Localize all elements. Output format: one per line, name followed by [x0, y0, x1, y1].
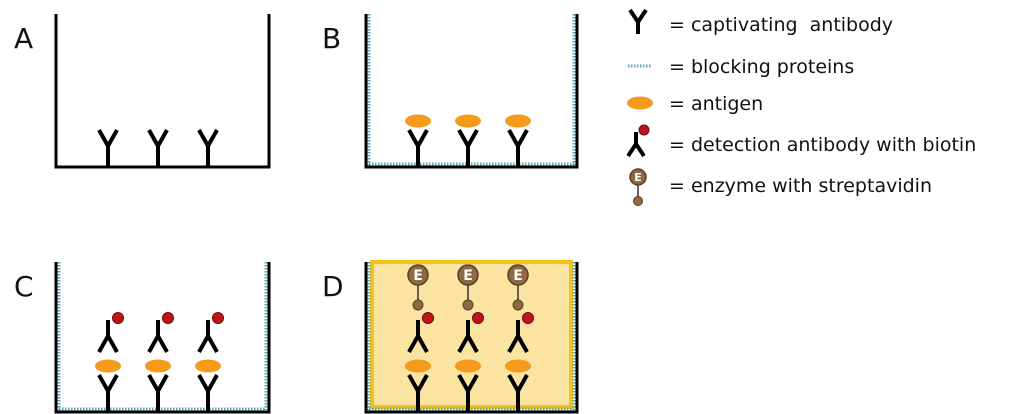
- enzyme: [507, 264, 529, 286]
- captivating-antibody: [457, 129, 479, 166]
- antigen: [95, 359, 121, 373]
- captivating-antibody: [97, 129, 119, 166]
- captivating-antibody: [147, 129, 169, 166]
- detection-antibody: [197, 320, 219, 353]
- panel-letter: D: [322, 270, 344, 303]
- enzyme-with-streptavidin: E: [407, 264, 429, 311]
- well: [364, 14, 579, 169]
- panel-a: A: [14, 14, 271, 169]
- captivating-antibody: [197, 129, 219, 166]
- enzyme-label: E: [463, 268, 473, 284]
- streptavidin: [412, 299, 424, 311]
- legend-label: = antigen: [669, 93, 763, 115]
- enzyme-with-streptavidin: E: [507, 264, 529, 311]
- detection-antibody: [147, 320, 169, 353]
- antigen: [505, 359, 531, 373]
- streptavidin: [512, 299, 524, 311]
- antigen: [195, 359, 221, 373]
- biotin: [522, 312, 534, 324]
- legend-item-blocking-proteins: = blocking proteins: [628, 56, 854, 78]
- well: [364, 262, 579, 414]
- antigen-icon: [627, 96, 653, 110]
- detection-antibody: [507, 320, 529, 353]
- captivating-antibody: [457, 374, 479, 411]
- captivating-antibody: [407, 129, 429, 166]
- legend-label: = enzyme with streptavidin: [669, 175, 932, 197]
- captivating-antibody: [147, 374, 169, 411]
- legend: = captivating antibody = blocking protein…: [626, 8, 976, 206]
- biotin: [422, 312, 434, 324]
- panels: A B C D E E E: [14, 14, 579, 414]
- legend-item-captivating-antibody: = captivating antibody: [628, 8, 893, 36]
- antigen: [145, 359, 171, 373]
- captivating-antibody: [197, 374, 219, 411]
- biotin: [212, 312, 224, 324]
- antigen: [455, 114, 481, 128]
- well: [54, 14, 271, 169]
- legend-item-antigen: = antigen: [627, 93, 763, 115]
- panel-letter: C: [14, 270, 34, 303]
- enzyme: [407, 264, 429, 286]
- well: [54, 262, 271, 414]
- enzyme-icon-label: E: [634, 171, 642, 184]
- detection-antibody: [97, 320, 119, 353]
- biotin: [162, 312, 174, 324]
- antigen: [505, 114, 531, 128]
- enzyme-icon: E: [629, 168, 647, 206]
- antigen: [455, 359, 481, 373]
- captivating-antibody: [507, 374, 529, 411]
- panel-letter: B: [322, 22, 341, 55]
- panel-c: C: [14, 262, 271, 414]
- antigen: [405, 359, 431, 373]
- enzyme: [457, 264, 479, 286]
- legend-label: = captivating antibody: [669, 14, 893, 36]
- detection-antibody: [457, 320, 479, 353]
- enzyme-with-streptavidin: E: [457, 264, 479, 311]
- antigen: [405, 114, 431, 128]
- captivating-antibody: [507, 129, 529, 166]
- legend-item-detection-antibody: = detection antibody with biotin: [626, 124, 976, 158]
- enzyme-label: E: [413, 268, 423, 284]
- biotin: [472, 312, 484, 324]
- legend-label: = blocking proteins: [669, 56, 854, 78]
- biotin: [112, 312, 124, 324]
- captivating-antibody: [97, 374, 119, 411]
- legend-item-enzyme: E = enzyme with streptavidin: [629, 168, 932, 206]
- detection-antibody-icon: [626, 124, 650, 158]
- streptavidin: [462, 299, 474, 311]
- captivating-antibody-icon: [628, 8, 648, 34]
- panel-b: B: [322, 14, 579, 169]
- detection-antibody: [407, 320, 429, 353]
- captivating-antibody: [407, 374, 429, 411]
- legend-label: = detection antibody with biotin: [669, 134, 976, 156]
- panel-letter: A: [14, 22, 33, 55]
- enzyme-label: E: [513, 268, 523, 284]
